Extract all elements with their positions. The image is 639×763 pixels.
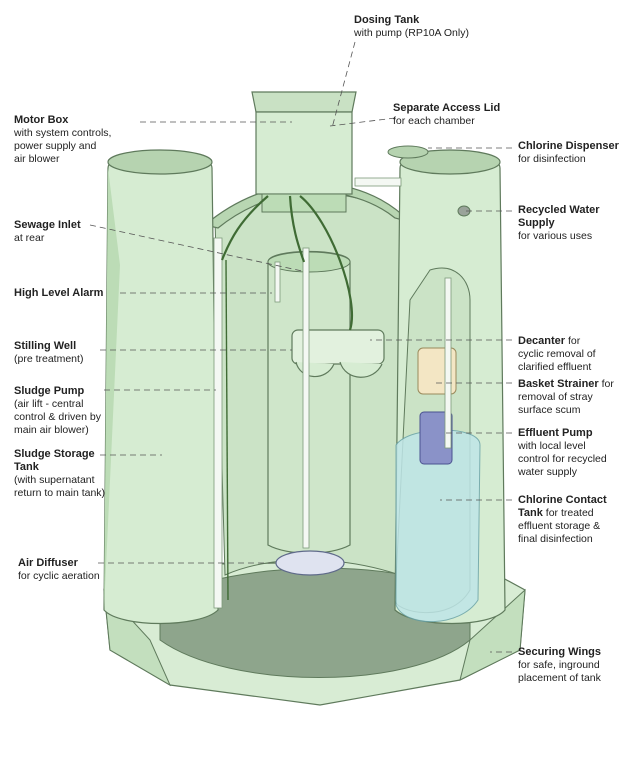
sludge-storage-title-2: Tank xyxy=(14,461,39,473)
alarm-pipe xyxy=(274,261,281,303)
chlorine-contact-title-2: Tank xyxy=(518,507,543,519)
recycled-water-desc-1: for various uses xyxy=(518,230,593,242)
sludge-hose xyxy=(225,259,229,601)
decanter-pipe xyxy=(444,277,452,449)
sludge-pump-pipe xyxy=(213,237,223,609)
air-diffuser-desc-1: for cyclic aeration xyxy=(18,570,100,582)
decanter-title: Decanter xyxy=(518,335,566,347)
air-diffuser xyxy=(275,550,345,576)
effluent-pump-desc-3: water supply xyxy=(518,466,577,478)
sludge-pump-desc-3: main air blower) xyxy=(14,424,89,436)
effluent-pump-desc-2: control for recycled xyxy=(518,453,607,465)
basket-strainer-inline: for xyxy=(598,378,614,390)
label-motor-box: Motor Box with system controls, power su… xyxy=(14,114,111,166)
sludge-storage-desc-1: (with supernatant xyxy=(14,474,95,486)
chlorine-contact-lid xyxy=(399,149,501,175)
label-sludge-pump: Sludge Pump (air lift - central control … xyxy=(14,385,101,437)
access-lid-desc-1: for each chamber xyxy=(393,115,475,127)
basket-strainer-desc-1: removal of stray xyxy=(518,391,593,403)
leader-inlet xyxy=(89,224,303,272)
decanter-desc-2: clarified effluent xyxy=(518,361,592,373)
sewage-inlet-title: Sewage Inlet xyxy=(14,219,81,231)
transfer-pipe xyxy=(354,177,402,187)
chlorine-dispenser-cap xyxy=(387,145,429,159)
sludge-storage-shade xyxy=(104,168,120,610)
motor-box-top xyxy=(251,91,357,113)
decanter-desc-1: cyclic removal of xyxy=(518,348,596,360)
label-effluent-pump: Effluent Pump with local level control f… xyxy=(518,427,607,479)
chlorine-contact-desc-2: final disinfection xyxy=(518,533,593,545)
basket-strainer-title: Basket Strainer xyxy=(518,378,599,390)
chlorine-dispenser-desc-1: for disinfection xyxy=(518,153,586,165)
stilling-well-desc-1: (pre treatment) xyxy=(14,353,84,365)
sludge-pump-desc-1: (air lift - central xyxy=(14,398,84,410)
effluent-pump-title: Effluent Pump xyxy=(518,427,593,439)
effluent-pump-desc-1: with local level xyxy=(518,440,586,452)
securing-wings-desc-2: placement of tank xyxy=(518,672,601,684)
effluent-pump xyxy=(419,411,453,465)
motor-box-title: Motor Box xyxy=(14,114,69,126)
sludge-storage-lid xyxy=(107,149,213,175)
sludge-pump-title: Sludge Pump xyxy=(14,385,85,397)
stilling-well xyxy=(291,329,385,365)
leader-access-lid xyxy=(329,117,396,127)
decanter-inline: for xyxy=(565,335,581,347)
label-sewage-inlet: Sewage Inlet at rear xyxy=(14,219,81,245)
sewage-inlet-desc-1: at rear xyxy=(14,232,45,244)
leader-dosing xyxy=(331,41,356,129)
label-chlorine-contact: Chlorine Contact Tank for treated efflue… xyxy=(518,494,607,546)
securing-wing-right xyxy=(459,588,526,681)
inlet-pipe xyxy=(302,247,310,549)
label-decanter: Decanter for cyclic removal of clarified… xyxy=(518,335,596,374)
label-high-level-alarm: High Level Alarm xyxy=(14,287,103,300)
label-air-diffuser: Air Diffuser for cyclic aeration xyxy=(18,557,100,583)
sludge-storage-desc-2: return to main tank) xyxy=(14,487,106,499)
chlorine-contact-title: Chlorine Contact xyxy=(518,494,607,506)
securing-wings-desc-1: for safe, inground xyxy=(518,659,600,671)
high-level-alarm-title: High Level Alarm xyxy=(14,287,104,299)
sludge-storage-title: Sludge Storage xyxy=(14,448,95,460)
access-lid-title: Separate Access Lid xyxy=(393,102,501,114)
dosing-tank-desc-1: with pump (RP10A Only) xyxy=(354,27,469,39)
leader-lines xyxy=(89,41,512,653)
dosing-tank-title: Dosing Tank xyxy=(354,14,420,26)
air-diffuser-title: Air Diffuser xyxy=(18,557,78,569)
air-hoses xyxy=(220,195,354,331)
motor-box-desc-2: power supply and xyxy=(14,140,97,152)
label-chlorine-dispenser: Chlorine Dispenser for disinfection xyxy=(518,140,619,166)
chlorine-contact-inline: for treated xyxy=(542,507,594,519)
label-sludge-storage: Sludge Storage Tank (with supernatant re… xyxy=(14,448,105,500)
label-access-lid: Separate Access Lid for each chamber xyxy=(393,102,500,128)
sludge-pump-desc-2: control & driven by xyxy=(14,411,101,423)
label-dosing-tank: Dosing Tank with pump (RP10A Only) xyxy=(354,14,469,40)
chlorine-contact-desc-1: effluent storage & xyxy=(518,520,601,532)
chlorine-dispenser-title: Chlorine Dispenser xyxy=(518,140,619,152)
motor-box-lower xyxy=(261,193,347,213)
label-recycled-water: Recycled Water Supply for various uses xyxy=(518,204,639,243)
motor-box-body xyxy=(255,111,353,195)
label-basket-strainer: Basket Strainer for removal of stray sur… xyxy=(518,378,614,417)
motor-box-desc-1: with system controls, xyxy=(14,127,112,139)
label-securing-wings: Securing Wings for safe, inground placem… xyxy=(518,646,601,685)
recycled-water-title: Recycled Water Supply xyxy=(518,204,600,229)
stilling-well-flaps xyxy=(295,361,383,378)
stilling-well-title: Stilling Well xyxy=(14,340,77,352)
basket-strainer-desc-2: surface scum xyxy=(518,404,581,416)
sludge-storage-cylinder xyxy=(103,152,219,625)
label-stilling-well: Stilling Well (pre treatment) xyxy=(14,340,83,366)
securing-wings-title: Securing Wings xyxy=(518,646,602,658)
motor-box-desc-3: air blower xyxy=(14,153,60,165)
